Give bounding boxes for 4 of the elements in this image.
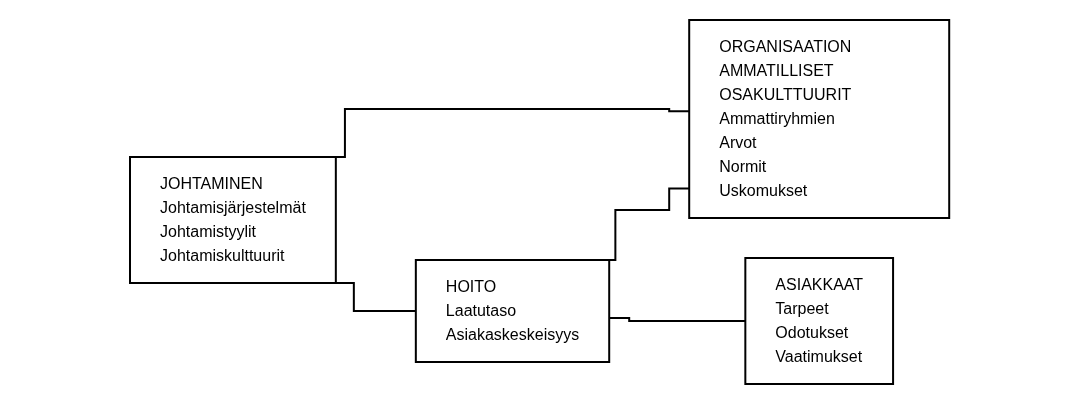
node-box: JOHTAMINEN Johtamisjärjestelmät Johtamistyylit Johtamiskulttuurit [129, 155, 338, 284]
node-box: ASIAKKAAT Tarpeet Odotukset Vaatimukset [744, 256, 895, 385]
node-box: ORGANISAATION AMMATILLISET OSAKULTTUURIT Ammattiryhmien Arvot Normit Uskomukset [688, 18, 951, 219]
node-box: HOITO Laatutaso Asiakaskeskeisyys [415, 258, 611, 363]
